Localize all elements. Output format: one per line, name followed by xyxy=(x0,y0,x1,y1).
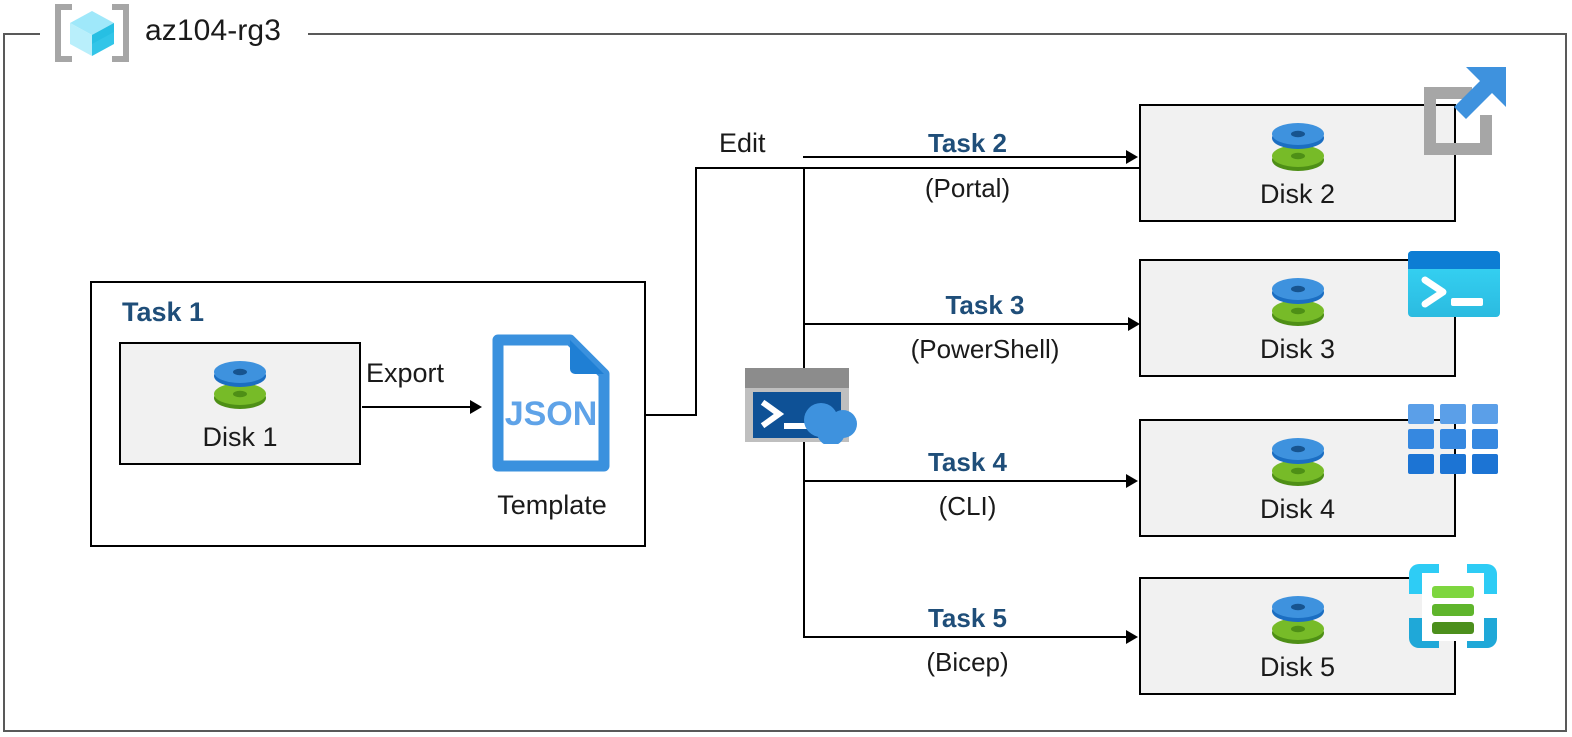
template-caption: Template xyxy=(497,490,607,520)
export-label: Export xyxy=(366,358,445,388)
task3-title: Task 3 xyxy=(945,290,1025,320)
export-arrow-head xyxy=(470,400,482,414)
task5-arrow-line xyxy=(803,636,1130,638)
task3-arrow-line xyxy=(803,323,1133,325)
task4-edge-label: Task 4 xyxy=(860,447,1075,477)
svg-text:JSON: JSON xyxy=(505,395,598,433)
managed-disk-icon xyxy=(1268,116,1328,178)
task5-arrow-head xyxy=(1126,630,1138,644)
azure-resource-group-icon xyxy=(48,2,136,64)
edit-line-seg-from-template xyxy=(645,414,697,416)
managed-disk-icon xyxy=(1268,271,1328,333)
task2-title: Task 2 xyxy=(927,128,1007,158)
disk4-label: Disk 4 xyxy=(1259,494,1335,524)
bicep-icon xyxy=(1405,560,1501,656)
task4-subtitle: (CLI) xyxy=(938,491,997,521)
disk2-box[interactable]: Disk 2 xyxy=(1139,104,1456,222)
edit-line-seg-vertical xyxy=(695,168,697,416)
task2-edge-label: Task 2 xyxy=(860,128,1075,158)
task4-title: Task 4 xyxy=(927,447,1007,477)
task4-arrow-line xyxy=(803,480,1130,482)
disk3-label: Disk 3 xyxy=(1259,334,1335,364)
task1-title: Task 1 xyxy=(122,297,205,327)
task5-edge-label: Task 5 xyxy=(860,603,1075,633)
disk4-box[interactable]: Disk 4 xyxy=(1139,419,1456,537)
disk3-box[interactable]: Disk 3 xyxy=(1139,259,1456,377)
managed-disk-icon xyxy=(210,354,270,416)
task3-edge-label: Task 3 xyxy=(860,290,1110,320)
edit-line-seg-top xyxy=(695,167,1425,169)
export-arrow-line xyxy=(362,406,472,408)
azure-cli-icon xyxy=(1408,404,1498,474)
disk1-label: Disk 1 xyxy=(202,422,278,452)
disk1-box[interactable]: Disk 1 xyxy=(119,342,361,465)
task5-edge-sublabel: (Bicep) xyxy=(860,646,1075,678)
cloud-shell-icon xyxy=(743,366,867,444)
task3-edge-sublabel: (PowerShell) xyxy=(860,333,1110,365)
task2-arrow-line xyxy=(803,156,1130,158)
disk5-label: Disk 5 xyxy=(1259,652,1335,682)
managed-disk-icon xyxy=(1268,589,1328,651)
task4-arrow-head xyxy=(1126,474,1138,488)
task5-title: Task 5 xyxy=(927,603,1007,633)
task5-subtitle: (Bicep) xyxy=(926,647,1009,677)
disk5-box[interactable]: Disk 5 xyxy=(1139,577,1456,695)
managed-disk-icon xyxy=(1268,431,1328,493)
disk2-label: Disk 2 xyxy=(1259,179,1335,209)
task2-arrow-head xyxy=(1126,150,1138,164)
powershell-icon xyxy=(1407,250,1501,318)
task2-subtitle: (Portal) xyxy=(924,173,1011,203)
resource-group-name: az104-rg3 xyxy=(145,14,281,47)
json-file-icon[interactable]: JSON xyxy=(491,333,611,473)
edit-label: Edit xyxy=(719,128,766,158)
resource-group-frame xyxy=(3,33,1567,732)
task2-edge-sublabel: (Portal) xyxy=(860,172,1075,204)
task3-arrow-head xyxy=(1128,317,1140,331)
task4-edge-sublabel: (CLI) xyxy=(860,490,1075,522)
azure-portal-icon xyxy=(1410,63,1512,163)
task3-subtitle: (PowerShell) xyxy=(910,334,1060,364)
